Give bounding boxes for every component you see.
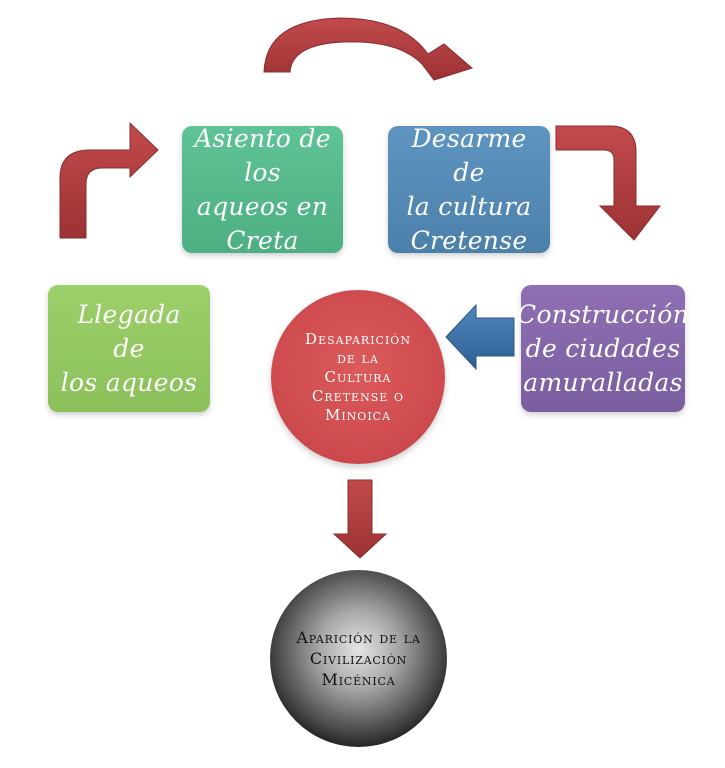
node-asiento-en-creta: Asiento de los aqueos en Creta bbox=[182, 124, 343, 255]
node-llegada-de-los-aqueos: Llegada de los aqueos bbox=[48, 285, 210, 412]
arrow-llegada-to-asiento bbox=[59, 121, 159, 239]
node-desaparicion-cultura-minoica: Desaparición de la Cultura Cretense o Mi… bbox=[271, 290, 445, 464]
node-aparicion-civilizacion-micenica: Aparición de la Civilización Micénica bbox=[270, 570, 447, 747]
arrow-asiento-to-desarme bbox=[263, 17, 474, 81]
arrow-construccion-to-desaparicion bbox=[445, 303, 515, 371]
arrow-desarme-to-construccion bbox=[555, 125, 662, 241]
arrow-desaparicion-to-aparicion bbox=[332, 479, 388, 559]
node-construccion-ciudades: Construcción de ciudades amuralladas bbox=[517, 285, 689, 412]
node-desarme-cultura-cretense: Desarme de la cultura Cretense bbox=[388, 124, 550, 255]
